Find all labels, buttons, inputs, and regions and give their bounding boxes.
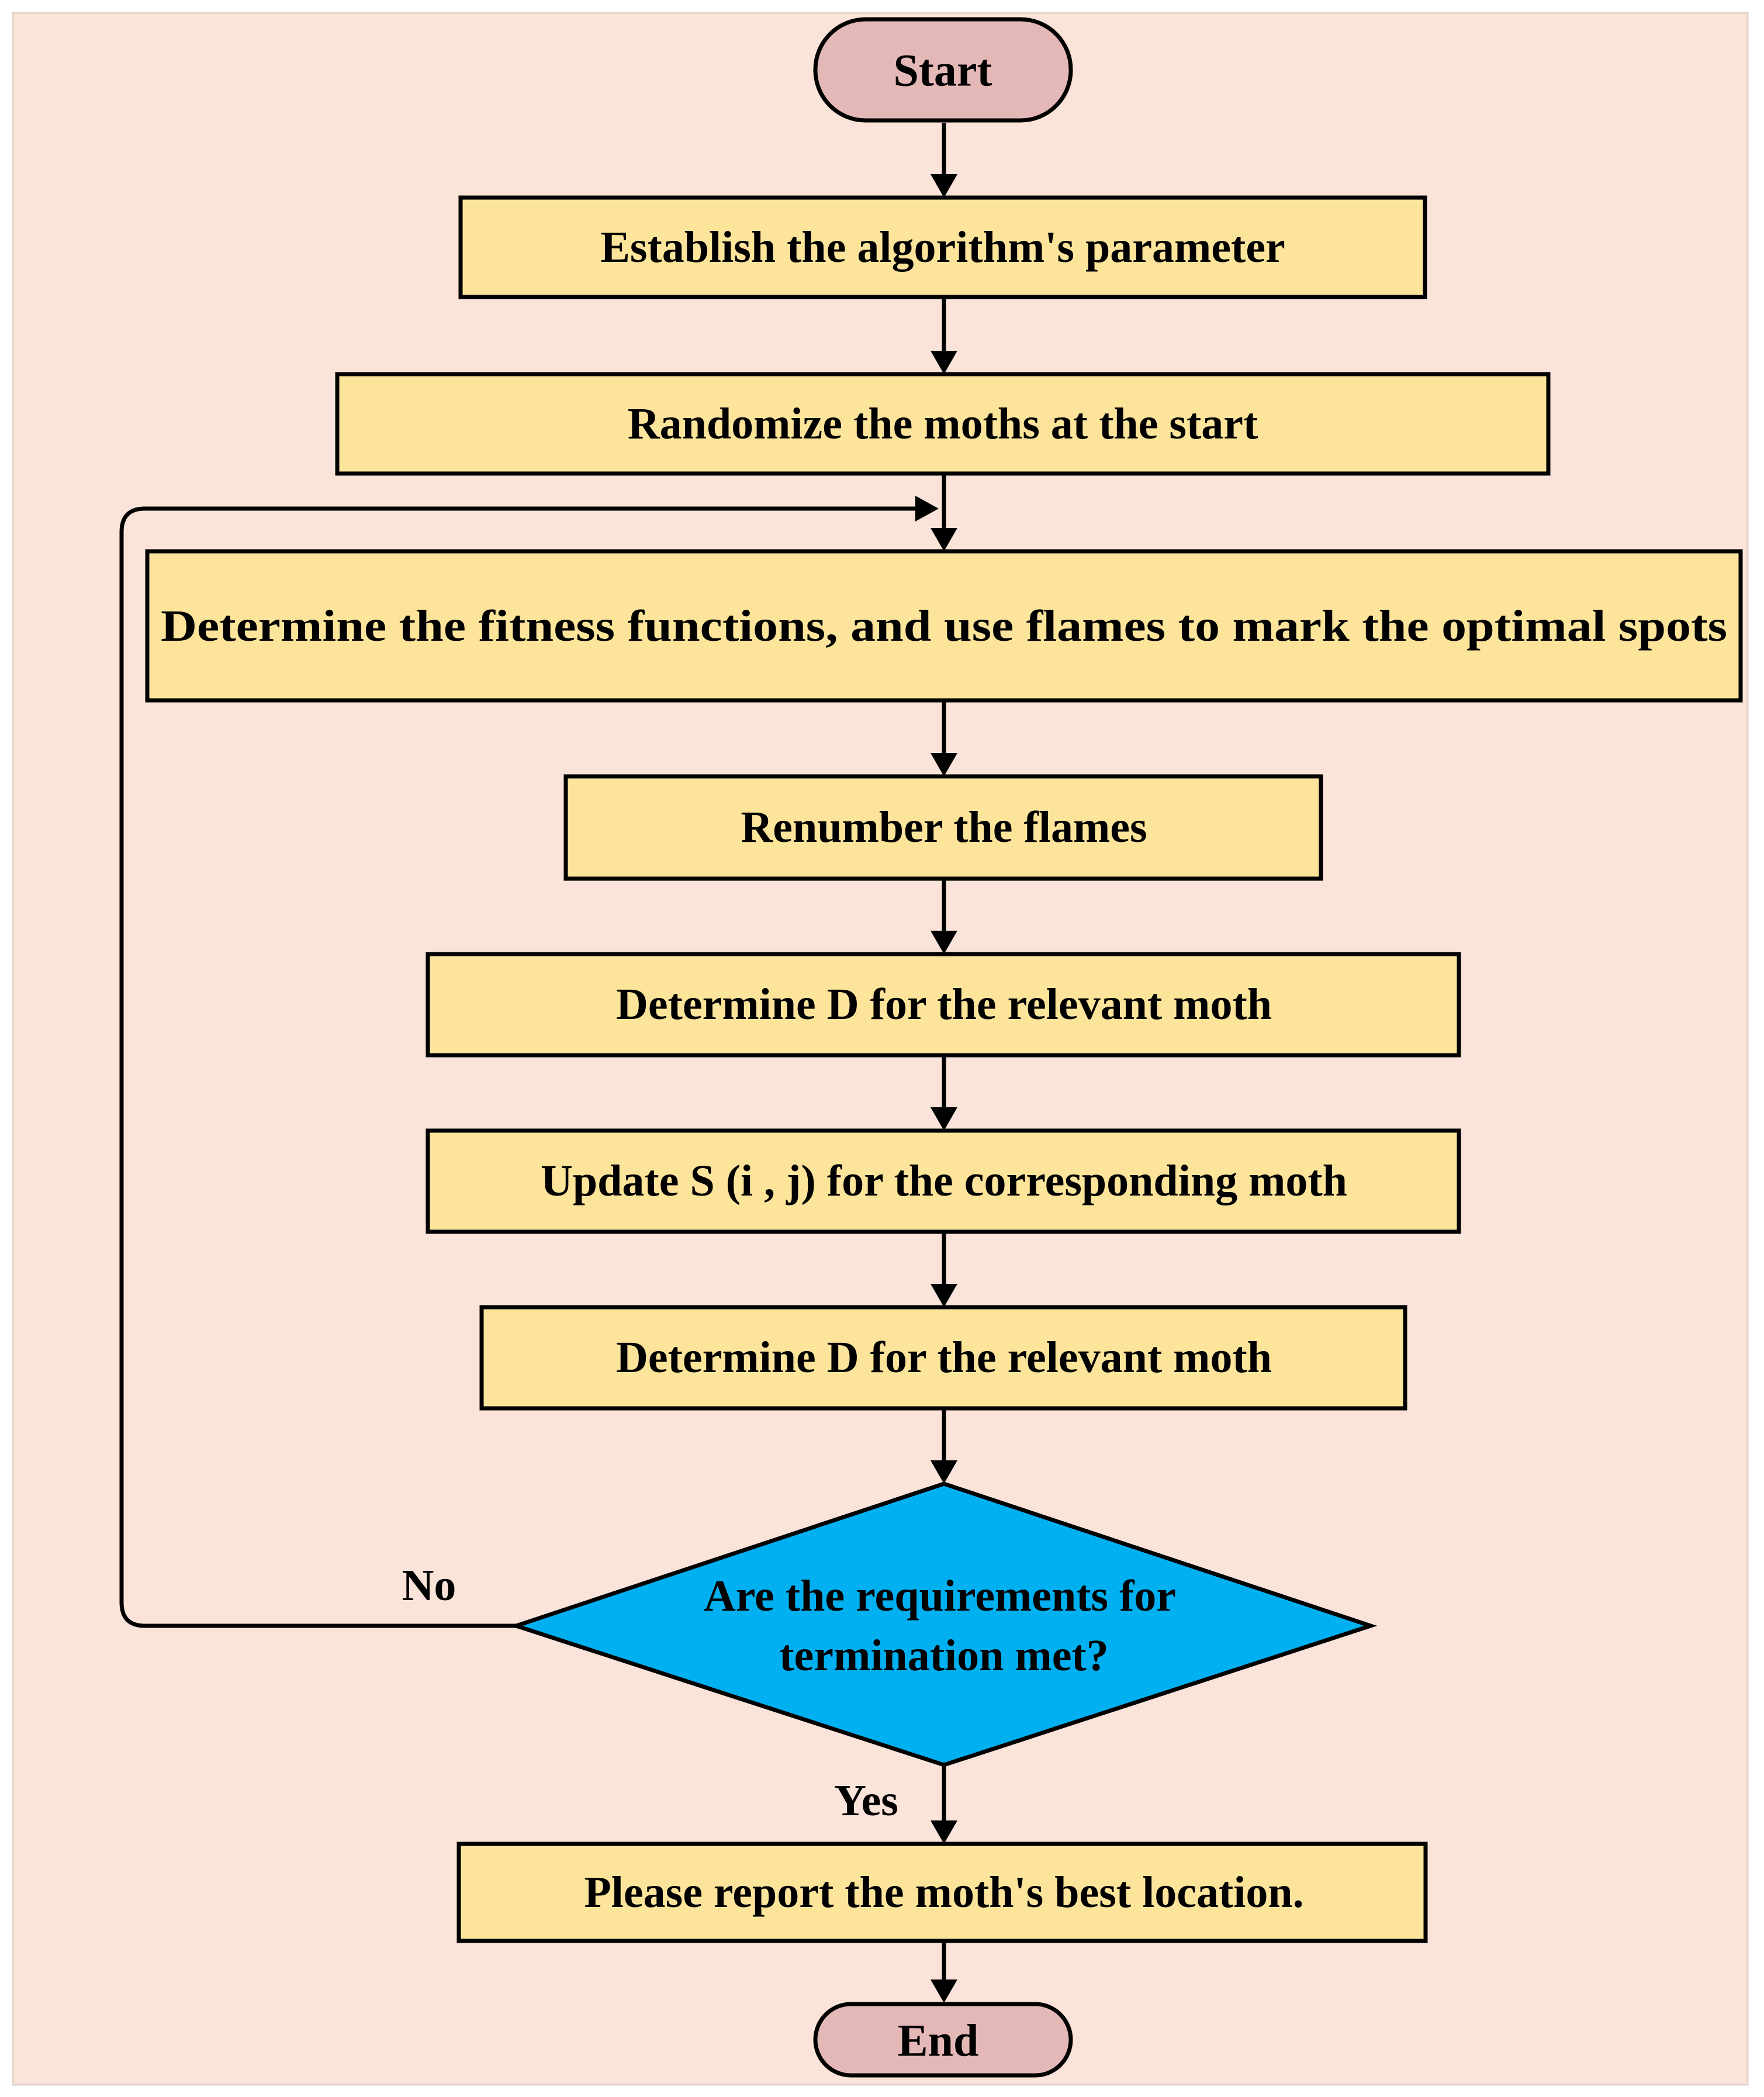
step-update-s-label: Update S (i , j) for the corresponding m… <box>541 1156 1347 1205</box>
step-determine-d-2: Determine D for the relevant moth <box>479 1305 1407 1411</box>
step-update-s: Update S (i , j) for the corresponding m… <box>426 1128 1461 1234</box>
arrowhead <box>931 1979 957 2003</box>
yes-branch-label: Yes <box>834 1776 898 1825</box>
no-branch-label: No <box>402 1561 456 1610</box>
arrowhead <box>931 528 957 551</box>
arrowhead <box>915 496 939 521</box>
step-renumber-flames: Renumber the flames <box>563 774 1323 881</box>
arrowhead <box>931 351 957 374</box>
end-label: End <box>898 2015 979 2066</box>
start-label: Start <box>894 45 992 96</box>
step-determine-fitness-label: Determine the fitness functions, and use… <box>161 602 1727 651</box>
decision-line-1: Are the requirements for <box>704 1571 1176 1621</box>
loop-back-no-branch <box>119 506 916 1628</box>
step-report-best-location-label: Please report the moth's best location. <box>584 1868 1303 1917</box>
arrowhead <box>931 1107 957 1131</box>
step-determine-d-2-label: Determine D for the relevant moth <box>616 1333 1272 1382</box>
decision-termination: Are the requirements for termination met… <box>509 1481 1378 1767</box>
arrowhead <box>931 1284 957 1307</box>
step-randomize-moths-label: Randomize the moths at the start <box>628 399 1258 448</box>
step-randomize-moths: Randomize the moths at the start <box>335 372 1551 476</box>
step-determine-d-1: Determine D for the relevant moth <box>426 952 1461 1058</box>
step-determine-d-1-label: Determine D for the relevant moth <box>616 980 1272 1029</box>
start-terminal: Start <box>813 17 1073 123</box>
step-determine-fitness: Determine the fitness functions, and use… <box>145 549 1743 703</box>
step-establish-parameters-label: Establish the algorithm's parameter <box>600 223 1285 272</box>
end-terminal: End <box>813 2002 1073 2078</box>
arrowhead <box>931 1460 957 1484</box>
arrowhead <box>931 931 957 954</box>
arrowhead <box>931 753 957 776</box>
step-establish-parameters: Establish the algorithm's parameter <box>458 195 1427 299</box>
connectors <box>119 123 957 2003</box>
step-renumber-flames-label: Renumber the flames <box>741 803 1147 852</box>
decision-line-2: termination met? <box>779 1631 1109 1680</box>
arrowhead <box>931 1820 957 1844</box>
step-report-best-location: Please report the moth's best location. <box>456 1842 1428 1943</box>
arrowhead <box>931 174 957 198</box>
